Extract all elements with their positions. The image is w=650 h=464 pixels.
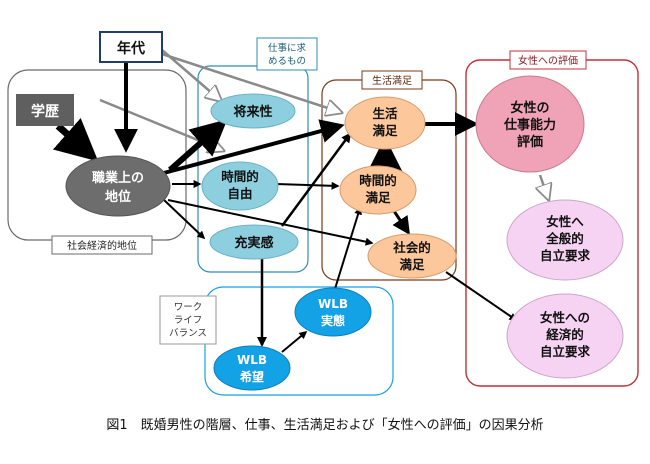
svg-text:職業上の: 職業上の [92,170,144,186]
group-wlb-label-1: ワーク [174,302,203,313]
node-education: 学歴 [16,94,74,126]
node-life-sat: 生活 満足 [344,96,426,150]
svg-text:WLB: WLB [318,297,348,311]
svg-text:満足: 満足 [372,123,398,138]
svg-text:年代: 年代 [117,40,145,57]
arrow-wlbhope-wlbactual [281,330,308,353]
group-life-satisfaction-label: 生活満足 [372,74,412,87]
arrow-fulfillment-lifesat [280,132,352,227]
svg-text:生活: 生活 [372,106,398,121]
node-future: 将来性 [210,93,296,129]
svg-text:将来性: 将来性 [233,104,272,120]
group-job-wants-label-1: 仕事に求 [268,42,307,54]
causal-arrows [52,62,518,353]
svg-text:経済的: 経済的 [546,327,584,342]
group-wlb: ワーク ライフ バランス [159,286,394,396]
arrow-wlbactual-timesat [333,206,362,293]
svg-text:時間的: 時間的 [221,169,259,184]
svg-text:希望: 希望 [239,369,264,384]
svg-text:評価: 評価 [517,134,543,150]
arrow-job-lifesat [159,119,345,176]
group-wlb-label-2: ライフ [174,315,203,326]
group-wlb-label-3: バランス [169,328,207,339]
node-time-freedom: 時間的 自由 [201,161,279,211]
node-wlb-actual: WLB 実態 [294,287,372,337]
group-life-satisfaction: 生活満足 [321,70,457,281]
group-job-wants: 仕事に求 めるもの [197,37,318,273]
node-social-sat: 社会的 満足 [367,233,457,279]
node-job-status: 職業上の 地位 [65,155,171,217]
node-fulfillment: 充実感 [209,224,299,260]
svg-text:時間的: 時間的 [359,173,397,188]
svg-text:社会的: 社会的 [392,240,431,255]
arrow-time-free-timesat [275,181,340,190]
svg-text:満足: 満足 [399,257,425,272]
svg-text:WLB: WLB [237,353,267,367]
svg-text:女性の: 女性の [510,100,549,116]
group-job-wants-label-2: めるもの [268,56,306,67]
svg-text:学歴: 学歴 [31,103,59,120]
svg-text:地位: 地位 [105,189,131,205]
group-women-eval-label: 女性への評価 [518,54,578,67]
svg-text:自立要求: 自立要求 [540,344,591,359]
group-socioeconomic-label: 社会経済的地位 [67,239,137,252]
svg-text:自立要求: 自立要求 [540,248,591,263]
svg-text:自由: 自由 [227,186,252,201]
node-age: 年代 [99,31,163,63]
svg-text:満足: 満足 [365,190,391,205]
svg-text:仕事能力: 仕事能力 [503,117,556,133]
group-socioeconomic: 社会経済的地位 [7,69,187,255]
node-wlb-hope: WLB 希望 [213,345,291,391]
arrow-socialsat-econ [445,271,518,321]
svg-text:女性への: 女性への [540,310,590,325]
node-economic-indep: 女性への 経済的 自立要求 [506,293,624,379]
node-time-sat: 時間的 満足 [339,165,417,215]
node-general-indep: 女性へ 全般的 自立要求 [506,199,624,281]
arrow-edu-job [52,118,99,162]
arrow-job-socialsat [167,199,374,246]
figure-caption: 図1 既婚男性の階層、仕事、生活満足および「女性への評価」の因果分析 [106,417,543,433]
svg-text:女性へ: 女性へ [546,214,584,229]
arrow-job-future [168,119,228,173]
svg-text:充実感: 充実感 [234,235,273,251]
group-women-eval: 女性への 評価 [465,50,639,387]
svg-text:実態: 実態 [321,313,345,328]
svg-text:全般的: 全般的 [545,231,584,246]
node-women-ability: 女性の 仕事能力 評価 [475,75,585,173]
arrow-job-fulfillment [163,199,206,240]
